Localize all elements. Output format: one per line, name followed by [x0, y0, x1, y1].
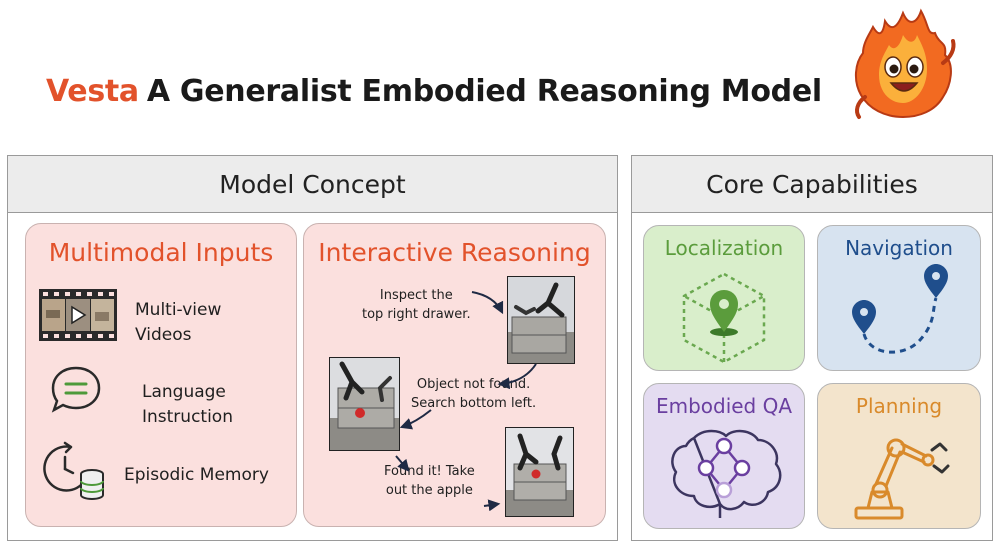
capability-embodied-qa: Embodied QA: [643, 383, 805, 529]
model-concept-panel: Model Concept Multimodal Inputs Multi-vi…: [7, 155, 618, 541]
video-film-icon: [39, 289, 117, 341]
interactive-reasoning-card: Interactive Reasoning Inspect the top ri…: [303, 223, 606, 527]
input-label-memory: Episodic Memory: [124, 465, 269, 485]
brand-name: Vesta: [46, 74, 139, 109]
capability-label-planning: Planning: [855, 394, 943, 418]
route-pins-icon: [852, 264, 948, 354]
location-pin-cube-icon: [682, 272, 766, 364]
capability-navigation: Navigation: [817, 225, 981, 371]
model-concept-title: Model Concept: [219, 169, 406, 199]
robot-arm-icon: [854, 438, 950, 520]
chat-bubble-icon: [51, 366, 101, 413]
capability-label-embodied-qa: Embodied QA: [655, 394, 793, 418]
reasoning-step-1: Inspect the top right drawer.: [362, 288, 471, 322]
core-capabilities-header: Core Capabilities: [632, 156, 992, 213]
robot-photo-found-apple: [505, 427, 574, 517]
input-label-videos: Multi-view Videos: [135, 300, 222, 345]
reasoning-flow-arrows: [395, 291, 537, 512]
capability-label-localization: Localization: [664, 236, 784, 260]
multimodal-inputs-card: Multimodal Inputs Multi-view Videos: [25, 223, 297, 527]
input-label-instruction: Language Instruction: [142, 382, 233, 427]
robot-photo-top-drawer: [507, 276, 575, 364]
interactive-reasoning-title: Interactive Reasoning: [318, 238, 591, 267]
multimodal-inputs-title: Multimodal Inputs: [48, 238, 274, 267]
core-capabilities-title: Core Capabilities: [706, 169, 918, 199]
capability-planning: Planning: [817, 383, 981, 529]
capability-localization: Localization: [643, 225, 805, 371]
core-capabilities-panel: Core Capabilities Localization Navigatio…: [631, 155, 993, 541]
capability-label-navigation: Navigation: [845, 236, 953, 260]
robot-photo-search: [329, 357, 400, 451]
title-text: A Generalist Embodied Reasoning Model: [146, 74, 822, 109]
model-concept-header: Model Concept: [8, 156, 617, 213]
brain-graph-icon: [671, 429, 782, 518]
clock-database-icon: [43, 441, 104, 500]
fire-mascot-icon: [855, 8, 956, 119]
